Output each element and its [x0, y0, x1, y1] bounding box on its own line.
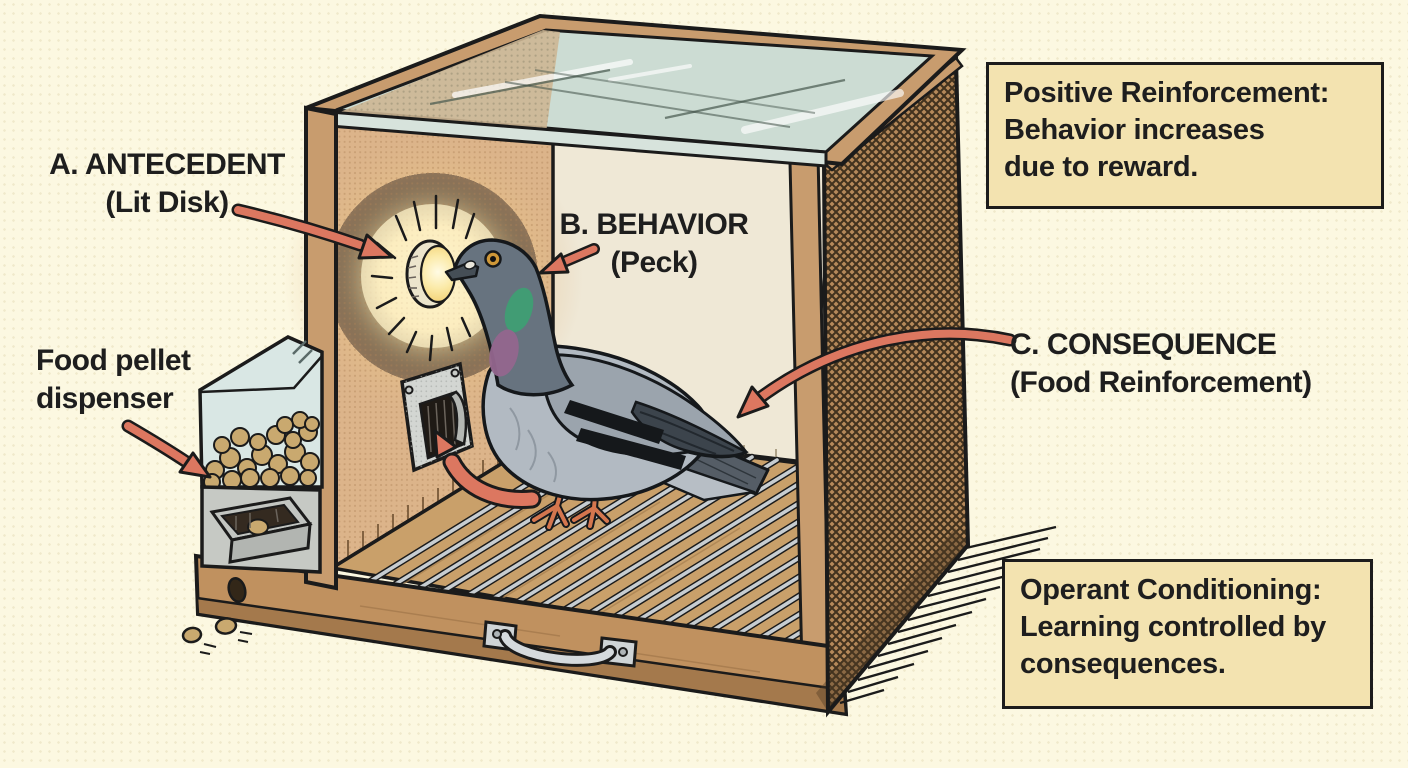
- label-food-dispenser: Food pellet dispenser: [36, 342, 191, 419]
- lit-disk: [370, 194, 476, 362]
- callout-operant-conditioning-line2: consequences.: [1020, 648, 1226, 680]
- spilled-pellets: [181, 617, 253, 655]
- pellet-pile: [203, 411, 320, 491]
- dispenser-tray: [209, 496, 313, 564]
- label-food-dispenser-line2: dispenser: [36, 382, 174, 416]
- dispenser-arrow: [121, 419, 212, 479]
- base-hole: [227, 576, 247, 604]
- wing-bar: [564, 400, 664, 444]
- callout-positive-reinforcement-title: Positive Reinforcement:: [1004, 77, 1330, 109]
- label-antecedent-line2: (Lit Disk): [105, 186, 229, 220]
- behavior-arrow: [538, 243, 600, 275]
- label-consequence-line1: C. CONSEQUENCE: [1010, 328, 1277, 361]
- callout-operant-conditioning-line1: Learning controlled by: [1020, 611, 1326, 643]
- pigeon-legs: [530, 464, 611, 531]
- consequence-arrow: [736, 327, 1017, 419]
- glass-lid: [305, 13, 967, 168]
- callout-operant-conditioning: Operant Conditioning: Learning controlle…: [1002, 559, 1373, 709]
- food-delivery-arrow: [433, 429, 542, 509]
- food-pellet-dispenser: [181, 335, 324, 655]
- label-food-dispenser-line1: Food pellet: [36, 344, 191, 377]
- wing-bar: [576, 428, 686, 470]
- label-behavior-line1: B. BEHAVIOR: [559, 208, 749, 241]
- pigeon: [444, 238, 770, 531]
- callout-positive-reinforcement: Positive Reinforcement: Behavior increas…: [986, 62, 1384, 209]
- callout-positive-reinforcement-line1: Behavior increases: [1004, 114, 1265, 146]
- label-consequence-line2: (Food Reinforcement): [1010, 366, 1312, 400]
- neck-green-patch: [504, 287, 534, 333]
- glass-reflections: [429, 59, 904, 134]
- drawer-base: [193, 553, 849, 717]
- label-antecedent-line1: A. ANTECEDENT: [49, 148, 285, 181]
- pointer-arrows: [121, 203, 1017, 479]
- food-aperture: [400, 361, 474, 473]
- breast-feathers: [509, 407, 557, 483]
- label-consequence: C. CONSEQUENCE (Food Reinforcement): [1010, 326, 1312, 403]
- antecedent-arrow: [231, 203, 394, 260]
- disk-rim-hatch: [407, 255, 420, 298]
- neck-purple-patch: [489, 329, 519, 377]
- callout-positive-reinforcement-line2: due to reward.: [1004, 151, 1198, 183]
- label-antecedent: A. ANTECEDENT (Lit Disk): [32, 146, 302, 223]
- label-behavior-line2: (Peck): [610, 246, 698, 280]
- drawer-handle: [482, 620, 638, 668]
- callout-operant-conditioning-title: Operant Conditioning:: [1020, 574, 1322, 606]
- label-behavior: B. BEHAVIOR (Peck): [548, 206, 760, 283]
